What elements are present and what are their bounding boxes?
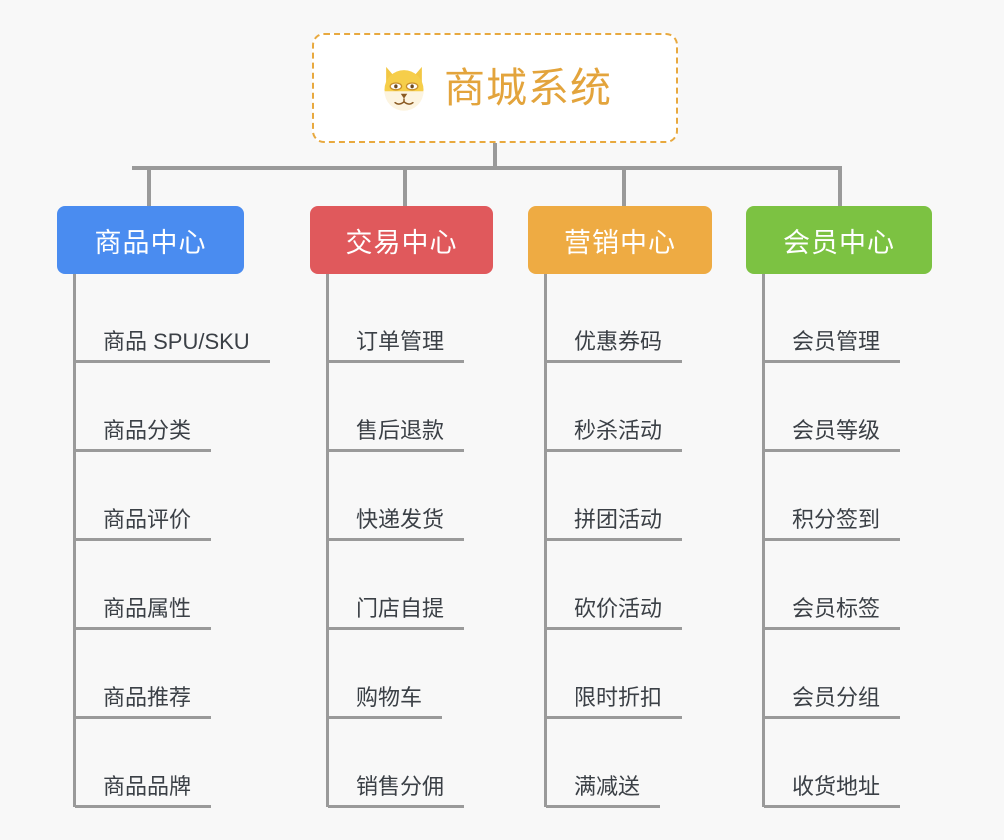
- leaf-item[interactable]: 快递发货: [310, 452, 493, 541]
- leaf-item[interactable]: 商品 SPU/SKU: [57, 274, 270, 363]
- leaf-item[interactable]: 会员分组: [746, 630, 932, 719]
- category-box-2[interactable]: 营销中心: [528, 206, 712, 274]
- category-drop-line-1: [403, 166, 407, 206]
- leaf-item[interactable]: 商品品牌: [57, 719, 244, 808]
- root-node[interactable]: 商城系统: [312, 33, 678, 143]
- leaf-label: 商品品牌: [103, 773, 192, 799]
- leaf-list-0: 商品 SPU/SKU 商品分类 商品评价 商品属性 商品推荐 商品品牌: [57, 274, 270, 808]
- leaf-label: 门店自提: [356, 595, 445, 621]
- leaf-item[interactable]: 优惠券码: [528, 274, 712, 363]
- root-title: 商城系统: [444, 64, 612, 111]
- leaf-item[interactable]: 会员管理: [746, 274, 932, 363]
- leaf-item[interactable]: 拼团活动: [528, 452, 712, 541]
- branch-column-3: 会员中心 会员管理 会员等级 积分签到 会员标签 会员分组 收货地址: [746, 166, 932, 808]
- shiba-inu-dog-face-icon: [384, 66, 424, 111]
- leaf-label: 售后退款: [356, 417, 445, 443]
- leaf-label: 商品分类: [103, 417, 192, 443]
- leaf-label: 购物车: [356, 684, 423, 710]
- leaf-label: 销售分佣: [356, 773, 445, 799]
- category-drop-line-3: [838, 166, 842, 206]
- leaf-label: 收货地址: [792, 773, 881, 799]
- leaf-item[interactable]: 商品评价: [57, 452, 244, 541]
- leaf-spine-1: [326, 274, 329, 807]
- leaf-label: 满减送: [574, 773, 641, 799]
- leaf-label: 订单管理: [356, 328, 445, 354]
- leaf-item[interactable]: 门店自提: [310, 541, 493, 630]
- leaf-item[interactable]: 订单管理: [310, 274, 493, 363]
- leaf-label: 秒杀活动: [574, 417, 663, 443]
- leaf-item[interactable]: 商品属性: [57, 541, 244, 630]
- leaf-item[interactable]: 秒杀活动: [528, 363, 712, 452]
- leaf-item[interactable]: 购物车: [310, 630, 493, 719]
- leaf-item[interactable]: 售后退款: [310, 363, 493, 452]
- leaf-label: 快递发货: [356, 506, 445, 532]
- leaf-label: 砍价活动: [574, 595, 663, 621]
- root-stem-line: [493, 143, 497, 168]
- category-drop-line-2: [622, 166, 626, 206]
- category-box-1[interactable]: 交易中心: [310, 206, 493, 274]
- leaf-label: 会员分组: [792, 684, 881, 710]
- leaf-label: 商品推荐: [103, 684, 192, 710]
- branch-column-2: 营销中心 优惠券码 秒杀活动 拼团活动 砍价活动 限时折扣 满减送: [528, 166, 712, 808]
- leaf-label: 拼团活动: [574, 506, 663, 532]
- leaf-item[interactable]: 销售分佣: [310, 719, 493, 808]
- leaf-label: 商品 SPU/SKU: [103, 328, 250, 354]
- leaf-label: 会员等级: [792, 417, 881, 443]
- leaf-label: 会员管理: [792, 328, 881, 354]
- leaf-item[interactable]: 限时折扣: [528, 630, 712, 719]
- category-bus-line: [132, 166, 840, 170]
- leaf-label: 商品评价: [103, 506, 192, 532]
- branch-column-0: 商品中心 商品 SPU/SKU 商品分类 商品评价 商品属性 商品推荐 商品品牌: [57, 166, 270, 808]
- leaf-label: 商品属性: [103, 595, 192, 621]
- leaf-item[interactable]: 商品推荐: [57, 630, 244, 719]
- category-box-3[interactable]: 会员中心: [746, 206, 932, 274]
- leaf-item[interactable]: 会员标签: [746, 541, 932, 630]
- leaf-item[interactable]: 满减送: [528, 719, 712, 808]
- category-label-3: 会员中心: [783, 227, 895, 258]
- leaf-list-2: 优惠券码 秒杀活动 拼团活动 砍价活动 限时折扣 满减送: [528, 274, 712, 808]
- leaf-item[interactable]: 会员等级: [746, 363, 932, 452]
- leaf-item[interactable]: 积分签到: [746, 452, 932, 541]
- leaf-spine-2: [544, 274, 547, 807]
- leaf-item[interactable]: 砍价活动: [528, 541, 712, 630]
- category-box-0[interactable]: 商品中心: [57, 206, 244, 274]
- leaf-list-3: 会员管理 会员等级 积分签到 会员标签 会员分组 收货地址: [746, 274, 932, 808]
- leaf-label: 优惠券码: [574, 328, 663, 354]
- leaf-spine-0: [73, 274, 76, 807]
- category-drop-line-0: [147, 166, 151, 206]
- branch-column-1: 交易中心 订单管理 售后退款 快递发货 门店自提 购物车 销售分佣: [310, 166, 493, 808]
- category-label-1: 交易中心: [345, 227, 458, 258]
- leaf-item[interactable]: 收货地址: [746, 719, 932, 808]
- leaf-label: 限时折扣: [574, 684, 663, 710]
- leaf-label: 会员标签: [792, 595, 881, 621]
- category-label-2: 营销中心: [564, 227, 676, 258]
- category-label-0: 商品中心: [94, 227, 207, 258]
- leaf-label: 积分签到: [792, 506, 881, 532]
- leaf-list-1: 订单管理 售后退款 快递发货 门店自提 购物车 销售分佣: [310, 274, 493, 808]
- leaf-spine-3: [762, 274, 765, 807]
- leaf-item[interactable]: 商品分类: [57, 363, 244, 452]
